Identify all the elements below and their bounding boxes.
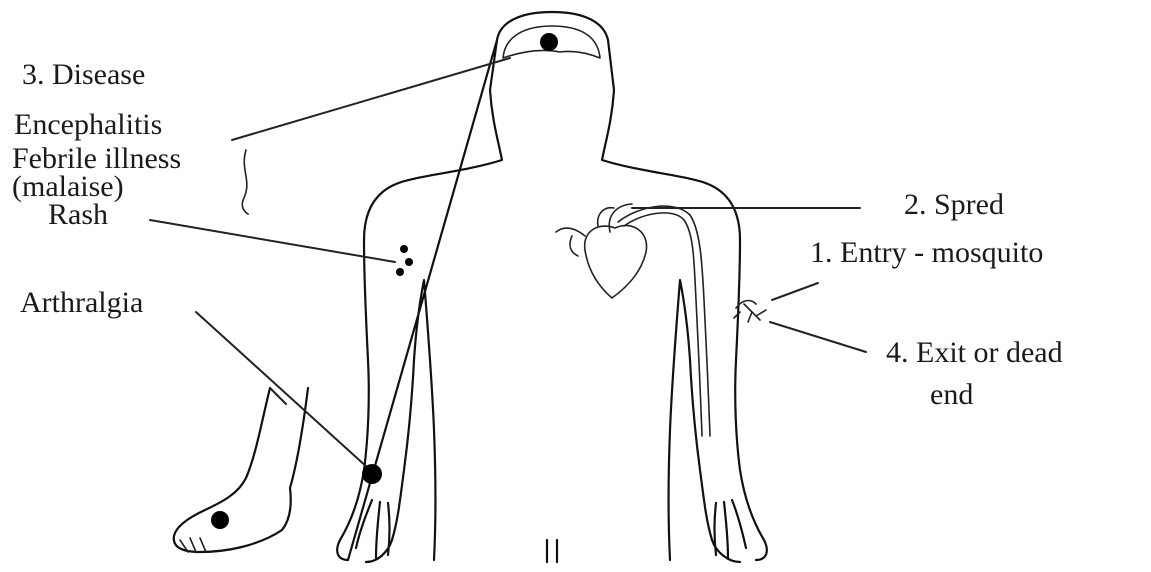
leader-disease (232, 58, 510, 140)
label-disease: 3. Disease (22, 60, 145, 90)
foot-joint-dot (211, 511, 229, 529)
body-outline (337, 12, 767, 560)
heart (556, 204, 647, 298)
right-hand (712, 500, 746, 562)
label-encephalitis: Encephalitis (14, 110, 162, 140)
leader-arthralgia-wrist (196, 312, 368, 468)
label-exit-line2: end (930, 380, 973, 410)
squiggle-mark (242, 150, 248, 214)
leg-and-foot (174, 388, 308, 552)
groin-mark (547, 540, 557, 562)
rash-dot-1 (400, 245, 408, 253)
rash-dot-3 (396, 268, 404, 276)
leader-entry (772, 283, 818, 300)
wrist-joint-dot (362, 464, 382, 484)
leader-exit (770, 322, 866, 352)
rash-dot-2 (405, 258, 413, 266)
label-spread: 2. Spred (904, 190, 1004, 220)
blood-vessel (618, 206, 710, 436)
label-entry: 1. Entry - mosquito (810, 238, 1043, 268)
label-exit-line1: 4. Exit or dead (886, 338, 1063, 368)
label-rash: Rash (48, 200, 108, 230)
brain-dot (540, 33, 558, 51)
blood-vessel-inner (624, 213, 702, 436)
leader-rash (150, 220, 395, 262)
label-arthralgia: Arthralgia (20, 288, 143, 318)
